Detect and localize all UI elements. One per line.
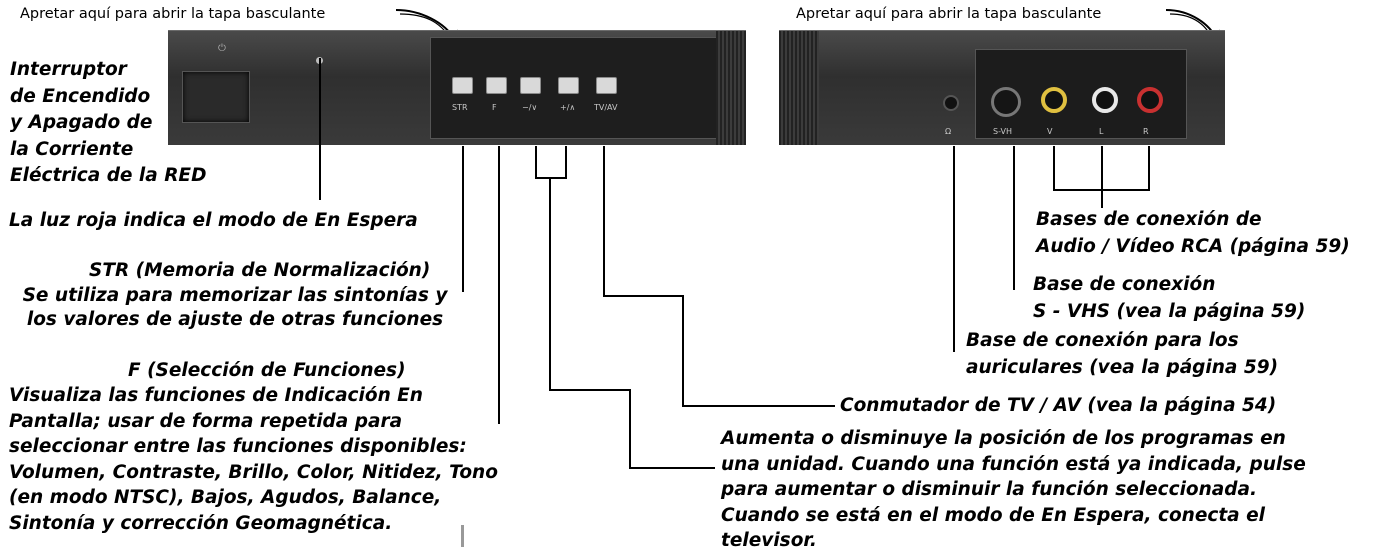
f-button-label: F [492,103,497,112]
leader-updown [549,178,715,469]
headphones-label: Ω [945,127,952,136]
label-f-desc: Visualiza las funciones de Indicación En… [9,385,498,534]
flip-cover-hint-left: Apretar aquí para abrir la tapa basculan… [20,6,326,22]
speaker-grille-left [716,31,746,145]
audio-right-rca-jack[interactable] [1137,87,1163,113]
label-program-updown: Aumenta o disminuye la posición de los p… [721,428,1306,551]
program-down-label: −/∨ [522,103,538,112]
headphones-jack[interactable] [943,95,959,111]
program-up-label: +/∧ [560,103,576,112]
video-rca-jack[interactable] [1041,87,1067,113]
audio-left-label: L [1099,127,1104,136]
page-mark [461,525,464,547]
tv-av-button[interactable] [596,77,617,94]
speaker-grille-right [779,31,819,145]
tv-av-label: TV/AV [594,103,618,112]
flip-cover-left [430,37,717,139]
label-svhs-jack: Base de conexión S - VHS (vea la página … [1033,274,1306,322]
video-label: V [1047,127,1053,136]
audio-left-rca-jack[interactable] [1092,87,1118,113]
svhs-jack[interactable] [991,87,1021,117]
power-switch[interactable] [182,71,250,123]
str-button-label: STR [452,103,468,112]
flip-cover-hint-right: Apretar aquí para abrir la tapa basculan… [796,6,1102,22]
label-power-switch: Interruptor de Encendido y Apagado de la… [10,59,207,186]
label-str-title: STR (Memoria de Normalización) [89,260,431,281]
leader-updown-bracket [535,146,567,179]
tv-front-panel-left: ⏻ STR F −/∨ +/∧ TV/AV [168,30,746,145]
label-tv-av-switch: Conmutador de TV / AV (vea la página 54) [840,395,1277,416]
label-str-desc: Se utiliza para memorizar las sintonías … [22,285,448,330]
program-up-button[interactable] [558,77,579,94]
label-headphones-jack: Base de conexión para los auriculares (v… [966,330,1279,378]
label-rca-jacks: Bases de conexión de Audio / Vídeo RCA (… [1036,209,1350,257]
label-standby-light: La luz roja indica el modo de En Espera [9,210,418,231]
program-down-button[interactable] [520,77,541,94]
leader-tvav [603,146,835,407]
svhs-label: S-VH [993,127,1012,136]
f-button[interactable] [486,77,507,94]
str-button[interactable] [452,77,473,94]
audio-right-label: R [1143,127,1149,136]
power-symbol-icon: ⏻ [218,43,226,54]
label-f-title: F (Selección de Funciones) [128,360,406,381]
tv-front-panel-right: Ω S-VH V L R [779,30,1225,145]
